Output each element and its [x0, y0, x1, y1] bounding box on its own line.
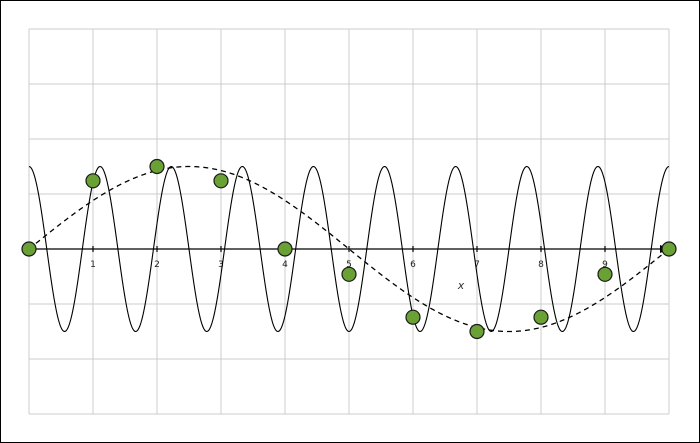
- sample-point: [213, 173, 229, 189]
- x-tick-label: 5: [346, 260, 352, 270]
- sample-point: [661, 241, 677, 257]
- sample-point: [405, 309, 421, 325]
- sample-point: [277, 241, 293, 257]
- x-tick-label: 9: [602, 260, 608, 270]
- sample-point: [533, 309, 549, 325]
- series: [28, 165, 670, 333]
- sample-point: [597, 266, 613, 282]
- x-tick-label: 2: [154, 260, 160, 270]
- sample-point: [149, 158, 165, 175]
- x-tick-label: 3: [218, 260, 224, 270]
- x-tick-label: 4: [282, 260, 288, 270]
- carrier-series-line: [28, 165, 670, 333]
- sample-point: [85, 173, 101, 189]
- sample-point: [21, 241, 37, 257]
- x-tick-label: 8: [538, 260, 544, 270]
- x-tick-label: 6: [410, 260, 416, 270]
- x-axis-label: x: [457, 279, 465, 292]
- envelope-series-line: [28, 165, 670, 333]
- grid: [28, 28, 670, 415]
- x-tick-label: 7: [474, 260, 480, 270]
- sample-point: [469, 323, 485, 340]
- sample-markers: [21, 158, 677, 340]
- sample-point: [341, 266, 357, 282]
- x-tick-label: 1: [90, 260, 96, 270]
